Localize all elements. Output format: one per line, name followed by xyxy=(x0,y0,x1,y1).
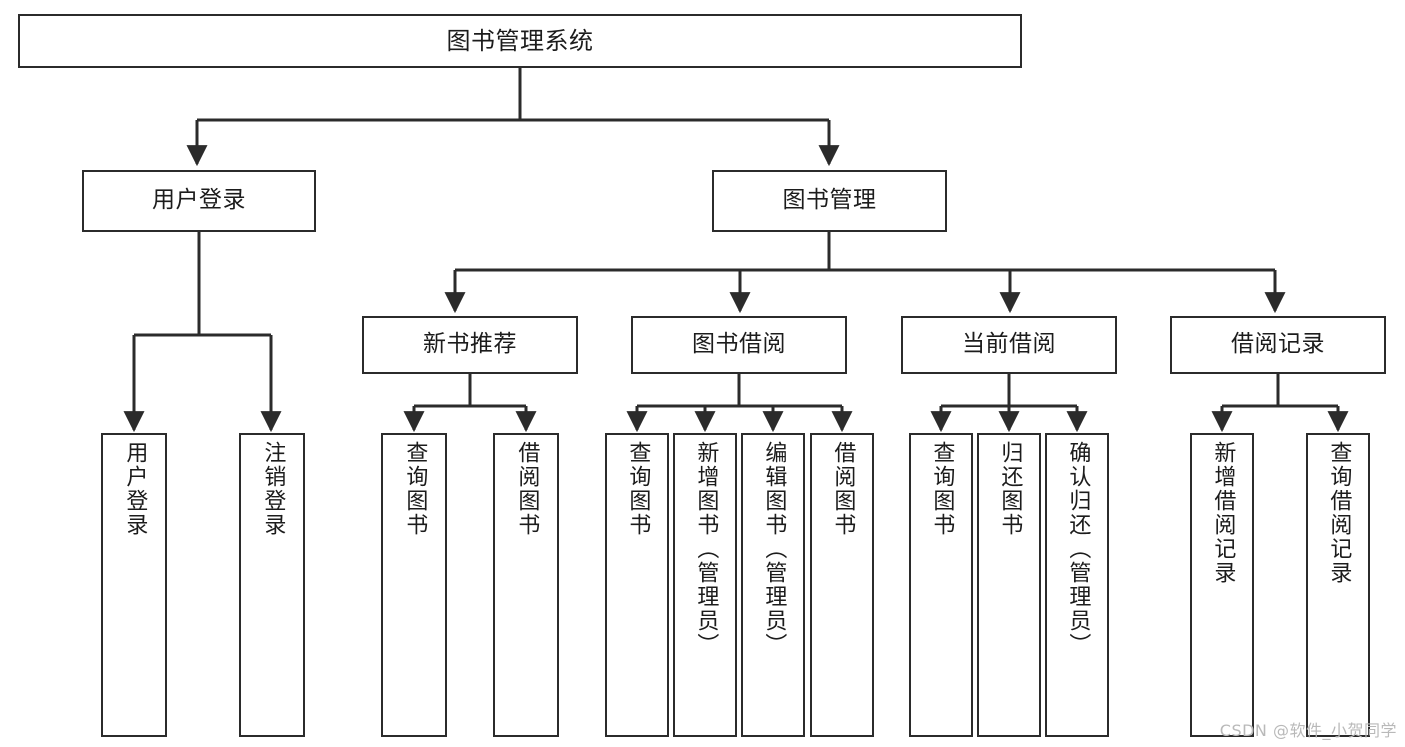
node-root-system[interactable]: 图书管理系统 xyxy=(18,14,1022,68)
node-leaf-borrow-edit-book[interactable]: 编辑图书（管理员） xyxy=(741,433,805,737)
node-book-management[interactable]: 图书管理 xyxy=(712,170,947,232)
node-label: 用户登录 xyxy=(152,187,246,214)
node-label: 图书管理 xyxy=(782,187,877,214)
node-label: 新增借阅记录 xyxy=(1210,441,1236,585)
node-label: 借阅图书 xyxy=(830,441,856,537)
node-user-login[interactable]: 用户登录 xyxy=(82,170,316,232)
node-leaf-record-query[interactable]: 查询借阅记录 xyxy=(1306,433,1370,737)
node-borrow-record[interactable]: 借阅记录 xyxy=(1170,316,1386,374)
node-label: 注销登录 xyxy=(260,441,286,537)
node-label: 新增图书（管理员） xyxy=(693,441,719,657)
node-leaf-record-add[interactable]: 新增借阅记录 xyxy=(1190,433,1254,737)
node-label: 图书借阅 xyxy=(692,331,786,358)
node-label: 编辑图书（管理员） xyxy=(761,441,787,657)
node-label: 查询图书 xyxy=(625,441,651,537)
node-label: 当前借阅 xyxy=(962,331,1056,358)
node-label: 查询图书 xyxy=(402,441,428,537)
node-label: 归还图书 xyxy=(997,441,1023,537)
node-leaf-current-query-book[interactable]: 查询图书 xyxy=(909,433,973,737)
node-label: 借阅记录 xyxy=(1231,331,1325,358)
node-new-book-recommend[interactable]: 新书推荐 xyxy=(362,316,578,374)
node-label: 用户登录 xyxy=(122,441,148,537)
node-leaf-borrow-borrow-book[interactable]: 借阅图书 xyxy=(810,433,874,737)
node-label: 新书推荐 xyxy=(423,331,517,358)
node-label: 查询图书 xyxy=(929,441,955,537)
node-book-borrow[interactable]: 图书借阅 xyxy=(631,316,847,374)
node-label: 确认归还（管理员） xyxy=(1065,441,1091,657)
node-label: 图书管理系统 xyxy=(446,26,594,55)
node-leaf-user-login[interactable]: 用户登录 xyxy=(101,433,167,737)
node-label: 查询借阅记录 xyxy=(1326,441,1352,585)
node-leaf-logout[interactable]: 注销登录 xyxy=(239,433,305,737)
node-leaf-borrow-query-book[interactable]: 查询图书 xyxy=(605,433,669,737)
node-label: 借阅图书 xyxy=(514,441,540,537)
node-leaf-borrow-add-book[interactable]: 新增图书（管理员） xyxy=(673,433,737,737)
node-leaf-recommend-borrow-book[interactable]: 借阅图书 xyxy=(493,433,559,737)
node-leaf-recommend-query-book[interactable]: 查询图书 xyxy=(381,433,447,737)
node-leaf-current-return-book[interactable]: 归还图书 xyxy=(977,433,1041,737)
watermark: CSDN @软件_小贺同学 xyxy=(1219,721,1397,740)
node-current-borrow[interactable]: 当前借阅 xyxy=(901,316,1117,374)
node-leaf-current-confirm-return[interactable]: 确认归还（管理员） xyxy=(1045,433,1109,737)
